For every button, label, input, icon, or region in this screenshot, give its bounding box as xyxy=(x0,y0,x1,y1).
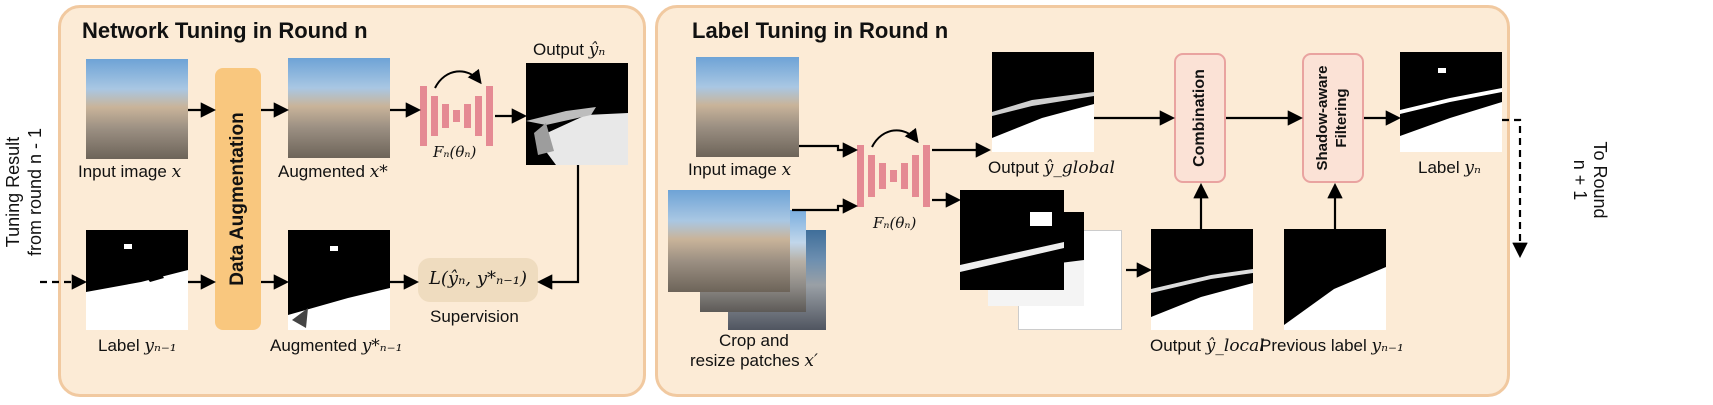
shadow-aware-filtering-module xyxy=(1302,53,1364,183)
output-global xyxy=(992,52,1094,152)
previous-label xyxy=(1284,229,1386,330)
augmented-label-y-star xyxy=(288,230,390,330)
previous-label-caption: Previous label yₙ₋₁ xyxy=(1260,336,1404,356)
augmented-label-caption: Augmented y*ₙ₋₁ xyxy=(270,336,403,356)
local-mask-1 xyxy=(960,190,1064,290)
loss-box xyxy=(418,258,538,302)
combination-label: Combination xyxy=(1191,69,1208,167)
output-y-hat-n xyxy=(526,63,628,165)
output-local-caption: Output ŷ_local xyxy=(1150,336,1265,356)
combination-module xyxy=(1174,53,1226,183)
label-y-n xyxy=(1400,52,1502,152)
crop-caption: Crop and resize patches x′ xyxy=(690,331,818,371)
crop-patch-1 xyxy=(668,190,790,292)
augmented-image-x-star xyxy=(288,58,390,158)
label-y-n-caption: Label yₙ xyxy=(1418,158,1481,178)
data-augmentation-label: Data Augmentation xyxy=(227,112,248,286)
input-image-right-caption: Input image x xyxy=(688,160,792,180)
input-image-caption: Input image x xyxy=(78,162,182,182)
input-image-x xyxy=(86,59,188,159)
label-tuning-title: Label Tuning in Round n xyxy=(692,18,949,43)
loss-label: L(ŷₙ, y*ₙ₋₁) xyxy=(428,268,528,289)
output-global-caption: Output ŷ_global xyxy=(988,158,1115,178)
output-local xyxy=(1151,229,1253,330)
augmented-image-caption: Augmented x* xyxy=(278,162,388,182)
input-image-right xyxy=(696,57,799,157)
tuning-result-text: Tuning Result from round n - 1 xyxy=(3,127,45,257)
supervision-caption: Supervision xyxy=(430,307,519,326)
label-caption-left: Label yₙ₋₁ xyxy=(98,336,177,356)
network-label-left: Fₙ(θₙ) xyxy=(433,143,477,161)
output-caption-left: Output ŷₙ xyxy=(533,40,606,60)
to-round-text: To Round n + 1 xyxy=(1570,141,1610,219)
shadow-aware-filtering-label: Shadow-aware Filtering xyxy=(1314,65,1350,171)
network-tuning-title: Network Tuning in Round n xyxy=(82,18,368,43)
label-y-n-minus-1 xyxy=(86,230,188,330)
network-label-right: Fₙ(θₙ) xyxy=(873,214,917,232)
data-augmentation-block xyxy=(215,68,261,330)
